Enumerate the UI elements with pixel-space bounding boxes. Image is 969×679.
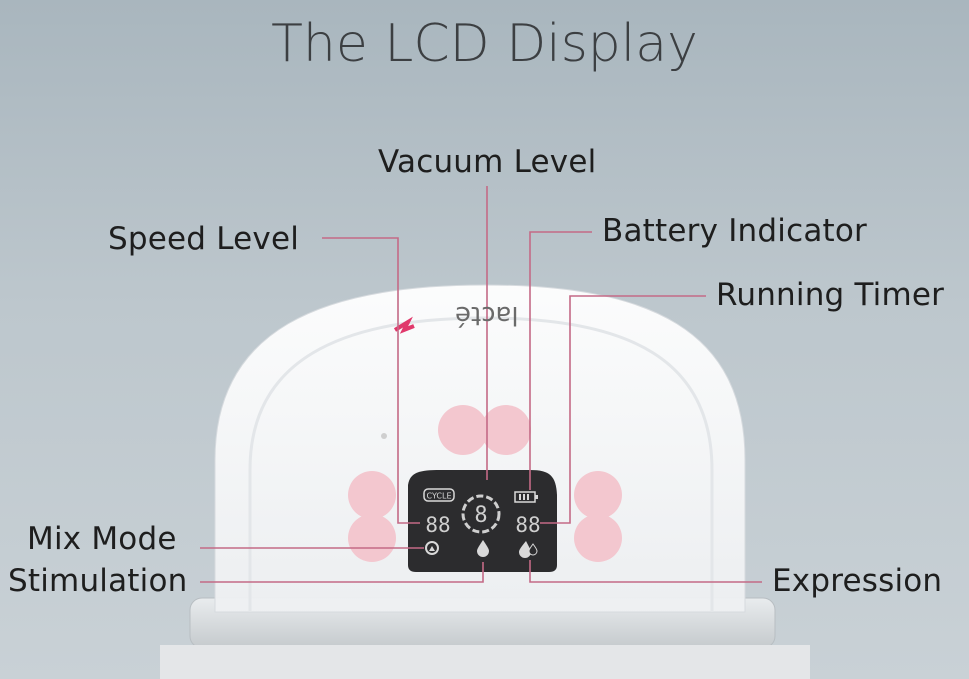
label-running-timer: Running Timer: [716, 277, 945, 313]
label-vacuum-level: Vacuum Level: [378, 144, 597, 180]
top-button-left[interactable]: [438, 405, 488, 455]
left-button-top[interactable]: [348, 471, 396, 519]
mix-mode-icon: [425, 541, 439, 555]
touch-buttons: [348, 405, 622, 562]
brand-logo: lacté: [455, 300, 519, 330]
brand-mark-icon: [393, 316, 415, 334]
battery-leader-line: [529, 231, 592, 490]
base-plate: [160, 645, 810, 679]
timer-leader-line: [540, 295, 706, 524]
cycle-badge: [423, 488, 455, 502]
vacuum-digit: 8: [474, 503, 487, 528]
speed-digits: 88: [425, 513, 450, 537]
leader-lines: [200, 186, 762, 583]
label-stimulation: Stimulation: [8, 563, 188, 599]
timer-digits: 88: [515, 513, 540, 537]
top-button-right[interactable]: [481, 405, 531, 455]
label-mix-mode: Mix Mode: [27, 521, 177, 557]
speed-leader-line: [322, 237, 420, 524]
label-speed-level: Speed Level: [108, 221, 300, 257]
stimulation-leader-line: [200, 562, 484, 583]
right-button-top[interactable]: [574, 471, 622, 519]
stimulation-drop-icon: [477, 540, 489, 557]
cycle-badge-text: CYCLE: [427, 492, 452, 501]
expression-drops-icon: [519, 541, 538, 558]
label-battery-indicator: Battery Indicator: [602, 213, 867, 249]
page-title: The LCD Display: [271, 14, 698, 74]
label-expression: Expression: [772, 563, 943, 599]
vacuum-ring: [461, 494, 501, 534]
expression-leader-line: [529, 560, 762, 583]
